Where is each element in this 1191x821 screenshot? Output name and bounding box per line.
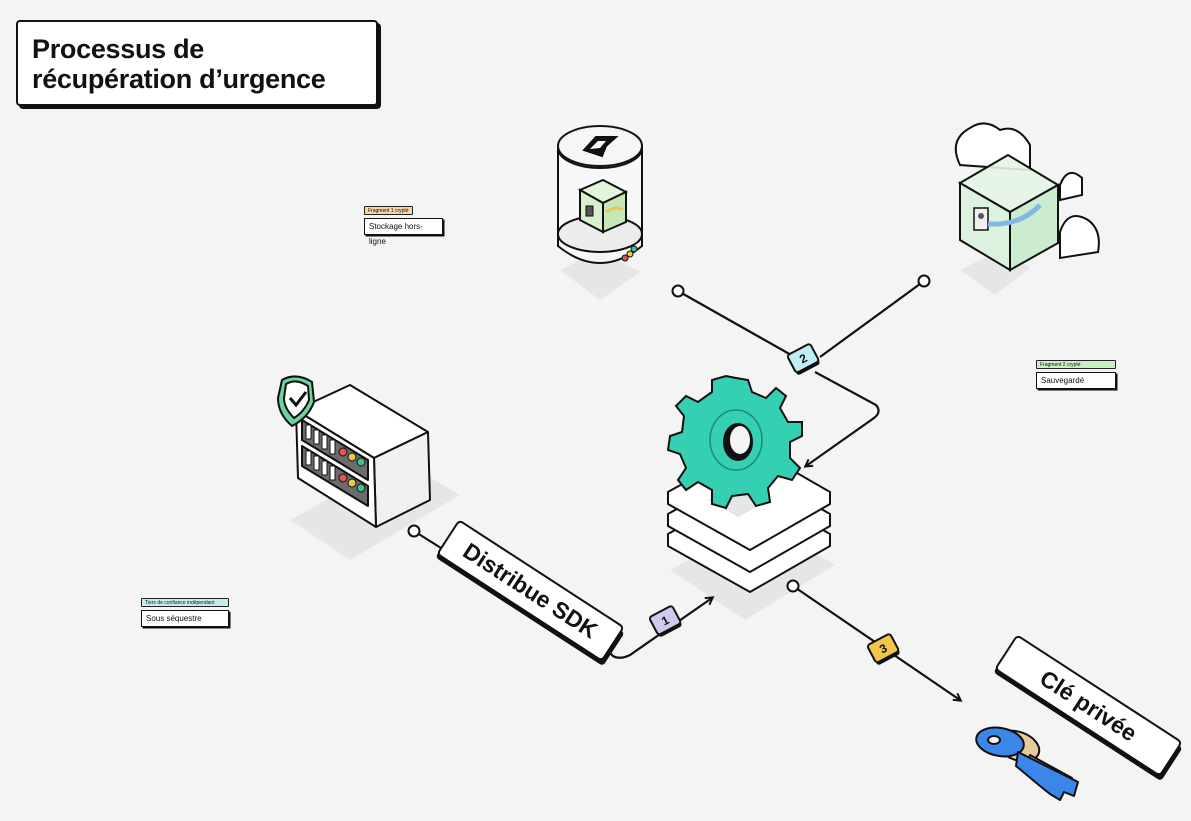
label-escrow-text: Sous séquestre [141, 610, 229, 627]
title-card: Processus de récupération d’urgence [16, 20, 378, 106]
connector-vault-to-gear [677, 290, 801, 361]
step-badge-1: 1 [648, 605, 682, 637]
label-offline-storage: Fragment 1 crypté Stockage hors-ligne [364, 199, 443, 246]
title-line-2: récupération d’urgence [32, 64, 326, 94]
banner-sdk-text: Distribue SDK [459, 538, 603, 644]
label-offline-text: Stockage hors-ligne [364, 218, 443, 246]
connector-lines [413, 280, 960, 700]
shield-check-icon [276, 375, 316, 428]
step-badge-2: 2 [786, 343, 820, 375]
label-offline-chip: Fragment 1 crypté [364, 206, 413, 215]
gear-icon [666, 374, 803, 510]
label-saved: Fragment 2 crypté Sauvegardé [1036, 353, 1116, 389]
key-icon [975, 726, 1079, 801]
server-icon [295, 384, 431, 528]
title-line-1: Processus de [32, 34, 204, 64]
connector-cloud-to-gear [806, 280, 925, 466]
vault-jar-icon [557, 125, 643, 264]
step-badge-3: 3 [866, 633, 900, 665]
label-saved-chip: Fragment 2 crypté [1036, 360, 1116, 369]
label-escrow-chip: Tiers de confiance indépendant [141, 598, 229, 607]
cloud-cube-icon [954, 122, 1100, 272]
label-escrow: Tiers de confiance indépendant Sous séqu… [141, 591, 229, 627]
banner-distribue-sdk: Distribue SDK [436, 520, 624, 665]
label-saved-text: Sauvegardé [1036, 372, 1116, 389]
connector-endpoints [407, 274, 931, 593]
